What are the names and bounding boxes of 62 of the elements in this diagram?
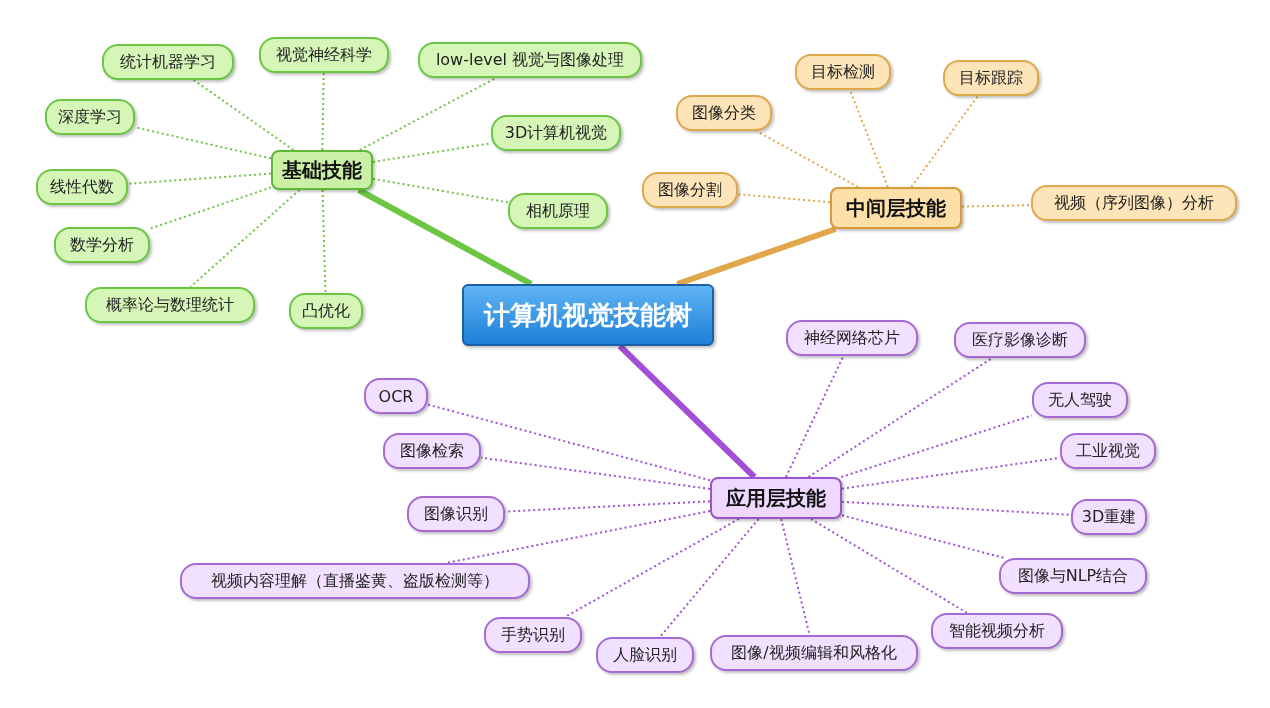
connector-line: [849, 89, 889, 188]
skill-box: 3D重建: [1071, 499, 1147, 535]
skill-box: 图像检索: [383, 433, 481, 469]
connector-line: [809, 518, 969, 614]
skill-box: 深度学习: [45, 99, 135, 135]
connector-line: [192, 79, 295, 151]
connector-line: [784, 355, 845, 478]
connector-line: [617, 343, 757, 480]
topic-box: 基础技能: [271, 150, 373, 190]
topic-box: 中间层技能: [830, 187, 962, 229]
skill-box: 概率论与数理统计: [85, 287, 255, 323]
connector-line: [134, 126, 272, 160]
skill-box: 图像分类: [676, 95, 772, 131]
skill-box: 图像与NLP结合: [999, 558, 1147, 594]
connector-line: [372, 177, 509, 204]
connector-line: [841, 514, 1006, 559]
skill-box: 图像/视频编辑和风格化: [710, 635, 918, 671]
connector-line: [357, 187, 533, 287]
skill-box: 智能视频分析: [931, 613, 1063, 649]
connector-line: [372, 142, 492, 163]
skill-box: 3D计算机视觉: [491, 115, 621, 151]
connector-line: [321, 189, 327, 294]
connector-line: [189, 189, 301, 288]
connector-line: [321, 72, 325, 151]
skill-box: 无人驾驶: [1032, 382, 1128, 418]
connector-line: [841, 500, 1072, 516]
root-box: 计算机视觉技能树: [462, 284, 714, 346]
skill-box: 目标跟踪: [943, 60, 1039, 96]
skill-box: low-level 视觉与图像处理: [418, 42, 642, 78]
skill-box: 工业视觉: [1060, 433, 1156, 469]
connector-line: [427, 403, 711, 482]
skill-box: 数学分析: [54, 227, 150, 263]
skill-box: 图像分割: [642, 172, 738, 208]
connector-line: [755, 130, 859, 188]
connector-line: [358, 77, 497, 151]
skill-box: 人脸识别: [596, 637, 694, 673]
skill-box: 视觉神经科学: [259, 37, 389, 73]
skill-box: 医疗影像诊断: [954, 322, 1086, 358]
skill-box: 手势识别: [484, 617, 582, 653]
connector-line: [445, 510, 711, 564]
skill-box: 统计机器学习: [102, 44, 234, 80]
skill-box: OCR: [364, 378, 428, 414]
skill-box: 图像识别: [407, 496, 505, 532]
skill-box: 目标检测: [795, 54, 891, 90]
topic-box: 应用层技能: [710, 477, 842, 519]
connector-line: [910, 95, 979, 188]
connector-line: [807, 357, 994, 478]
skill-box: 视频内容理解（直播鉴黄、盗版检测等）: [180, 563, 530, 599]
connector-line: [127, 172, 272, 185]
connector-line: [961, 204, 1032, 208]
connector-line: [840, 414, 1033, 478]
skill-box: 凸优化: [289, 293, 363, 329]
skill-box: 视频（序列图像）分析: [1031, 185, 1237, 221]
connector-line: [780, 518, 811, 636]
skill-box: 神经网络芯片: [786, 320, 918, 356]
connector-line: [659, 518, 760, 638]
skill-box: 相机原理: [508, 193, 608, 229]
connector-line: [149, 186, 272, 230]
connector-line: [676, 226, 837, 287]
skill-box: 线性代数: [36, 169, 128, 205]
connector-line: [480, 456, 711, 490]
connector-line: [737, 193, 831, 204]
